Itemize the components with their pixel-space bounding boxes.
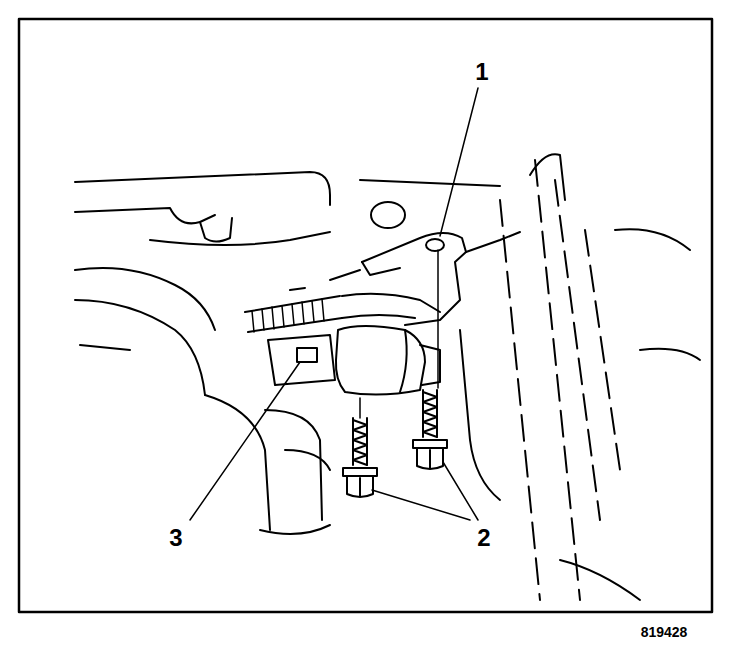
body-panel [260,525,330,534]
sensor-flange [420,345,440,385]
body-panel [265,410,322,520]
panel [460,330,500,500]
body-panel [75,300,205,395]
panel [530,154,565,200]
panel-dashed [500,160,620,600]
frame [19,19,712,612]
body-panel [75,268,215,330]
bolt-thread [353,420,367,465]
body-panel [75,172,330,205]
connector-lock [297,348,317,362]
wire [342,294,440,318]
bracket-hole [426,239,444,251]
harness [245,296,342,332]
bracket [466,232,520,252]
body-panel [205,395,270,530]
bolt-axis [359,398,361,418]
bolt-flange [413,440,447,448]
body-panel [360,180,500,186]
bolt-head [417,448,443,469]
body-panel [150,232,330,245]
bolt-head [347,476,373,497]
callout-number: 1 [475,60,488,84]
harness-rib [252,299,324,332]
body-panel [200,218,232,242]
callout-number: 3 [169,526,182,550]
bolt-flange [343,468,377,476]
bolt-shank [353,418,367,465]
bolt-thread [423,392,437,437]
hole [371,202,405,228]
sensor-edge [400,330,407,392]
body-panel [330,270,360,280]
bolt-axis [437,250,439,388]
body-panel [285,450,330,470]
body-panel [80,345,130,350]
bracket [362,262,400,275]
body-panel [290,288,305,290]
sensor [336,326,425,395]
callout-number: 2 [477,526,490,550]
panel [615,229,690,250]
bracket [362,233,466,325]
leader-line [190,88,478,520]
panel [640,349,700,360]
figure-number: 819428 [641,625,688,639]
body-panel [75,208,215,223]
bolt-shank [423,390,437,437]
panel [560,560,640,600]
connector [268,335,335,385]
